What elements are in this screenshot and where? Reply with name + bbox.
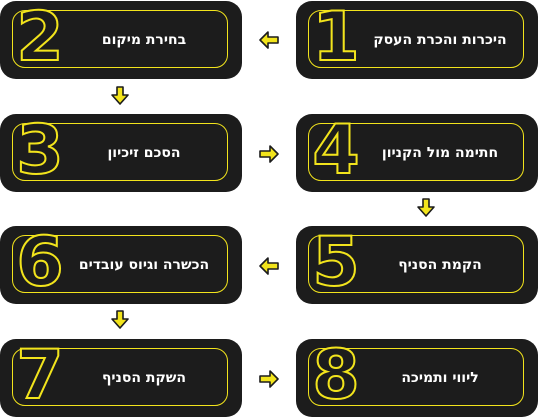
step-label: הכשרה וגיוס עובדים [78,257,210,273]
arrow-left-icon [257,254,281,278]
step-card-7: 7 השקת הסניף [0,339,242,417]
arrow-down-icon [414,196,438,220]
step-card-frame [308,235,524,293]
step-number: 4 [311,111,360,190]
step-card-frame [12,348,228,406]
arrow-down-icon [108,308,132,332]
arrow-left-icon [257,28,281,52]
step-number: 3 [15,111,64,190]
step-card-8: 8 ליווי ותמיכה [296,339,538,417]
step-number: 7 [15,336,64,415]
step-label: הקמת הסניף [398,257,482,273]
step-number: 6 [15,223,64,302]
step-number: 2 [15,0,64,77]
step-card-frame [12,235,228,293]
step-label: היכרות והכרת העסק [373,32,507,48]
step-label: בחירת מיקום [101,32,187,48]
step-card-frame [308,123,524,181]
step-card-frame [308,348,524,406]
step-number: 5 [311,223,360,302]
step-card-frame [12,123,228,181]
step-card-4: 4 חתימה מול הקניון [296,114,538,192]
step-number: 1 [311,0,360,77]
step-label: ליווי ותמיכה [401,370,479,386]
step-label: הסכם זיכיון [107,145,181,161]
arrow-right-icon [257,142,281,166]
arrow-right-icon [257,367,281,391]
step-card-1: 1 היכרות והכרת העסק [296,1,538,79]
step-card-6: 6 הכשרה וגיוס עובדים [0,226,242,304]
arrow-down-icon [108,84,132,108]
step-card-5: 5 הקמת הסניף [296,226,538,304]
step-label: השקת הסניף [101,370,187,386]
step-card-frame [12,10,228,68]
step-card-2: 2 בחירת מיקום [0,1,242,79]
step-label: חתימה מול הקניון [381,145,499,161]
step-card-3: 3 הסכם זיכיון [0,114,242,192]
step-card-frame [308,10,524,68]
step-number: 8 [311,336,360,415]
